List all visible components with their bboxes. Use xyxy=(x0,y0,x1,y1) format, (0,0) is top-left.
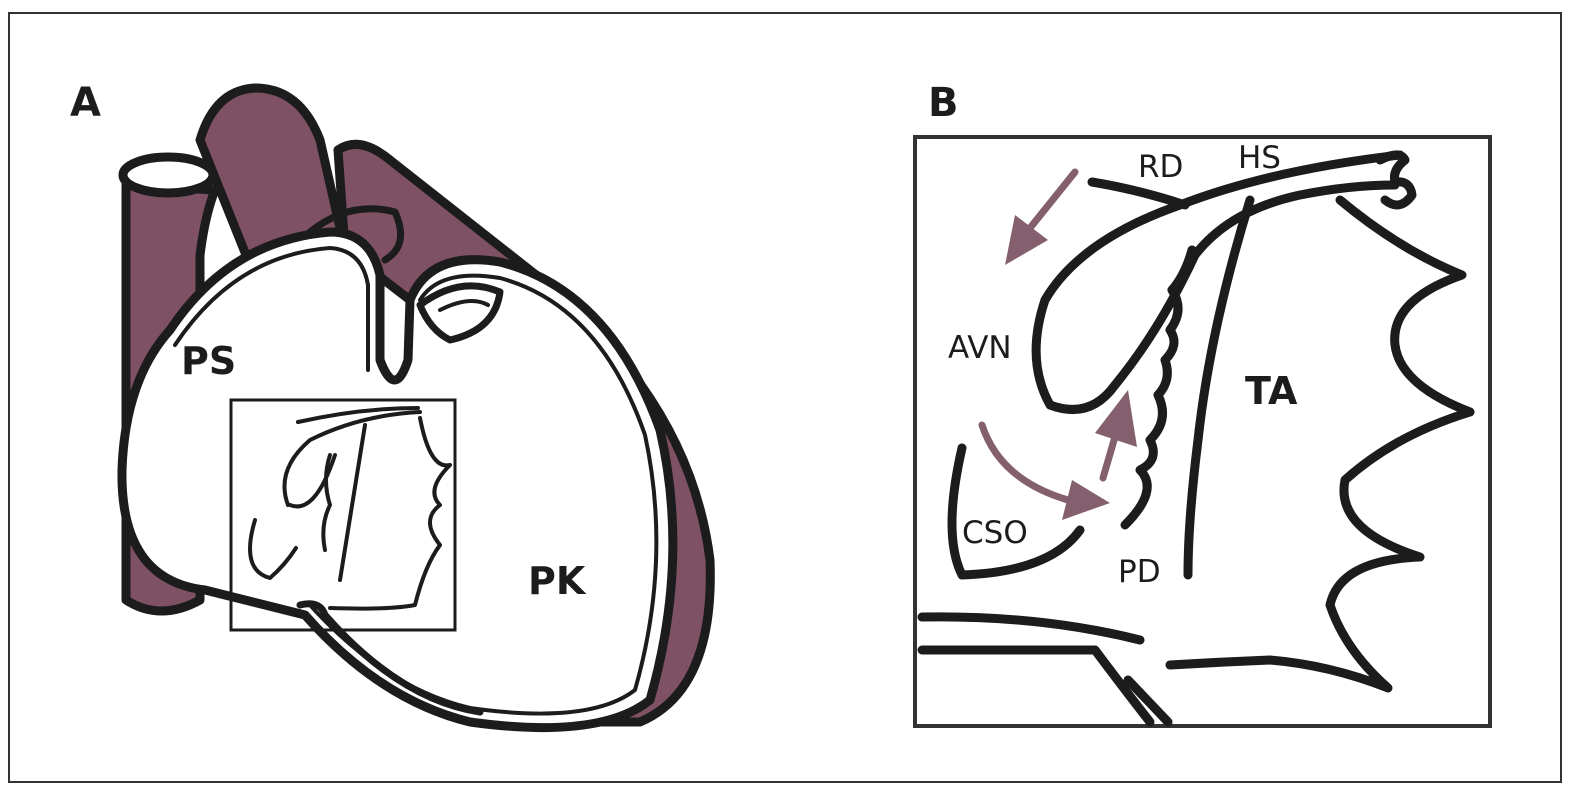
arrows xyxy=(978,168,1137,520)
avn-loop xyxy=(1031,150,1405,414)
ta-septal-line xyxy=(1183,195,1255,580)
aorta xyxy=(195,83,350,270)
inset-mini-drawing xyxy=(248,406,452,611)
inset-box xyxy=(229,398,457,632)
floor-line-inner xyxy=(1123,675,1173,727)
heart-chamber-outline xyxy=(117,227,678,733)
label-pk: PK xyxy=(528,559,587,603)
panel-b: B RD HS AVN TA CSO xyxy=(913,80,1492,728)
arrow-up-head xyxy=(1095,390,1137,447)
floor-line-upper xyxy=(917,612,1145,645)
label-ps: PS xyxy=(181,339,236,383)
label-hs: HS xyxy=(1238,140,1281,176)
panel-a-letter: A xyxy=(70,80,101,126)
label-rd: RD xyxy=(1138,149,1183,185)
vessel-opening xyxy=(118,152,218,198)
pd-wavy-line xyxy=(1120,245,1197,530)
label-pd: PD xyxy=(1118,554,1161,590)
valve-cusp-left xyxy=(306,205,405,264)
tricuspid-annulus xyxy=(1165,195,1475,693)
label-cso: CSO xyxy=(962,515,1028,551)
valve-cusp-inner xyxy=(438,299,490,312)
label-avn: AVN xyxy=(948,330,1012,366)
arrow-curve-shaft xyxy=(978,421,1072,504)
arrow-top-head xyxy=(1005,215,1048,265)
panel-b-letter: B xyxy=(928,80,959,126)
cso-curve xyxy=(947,443,1085,580)
arrow-curve-head xyxy=(1062,480,1110,520)
lower-septum-line xyxy=(296,600,484,716)
valve-cusp-right xyxy=(416,282,504,344)
panel-a: A PS PK xyxy=(70,80,715,733)
hs-branch-tip xyxy=(1375,150,1417,210)
floor-line-lower xyxy=(917,645,1155,727)
label-ta: TA xyxy=(1245,369,1298,413)
arrow-top-shaft xyxy=(1026,168,1079,232)
